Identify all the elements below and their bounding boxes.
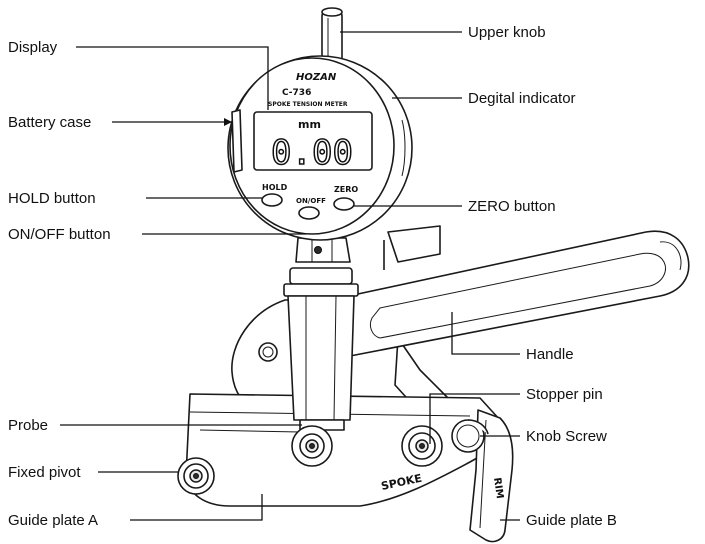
label-digital-indicator: Degital indicator [468, 90, 576, 107]
battery-case [231, 109, 243, 173]
label-battery-case: Battery case [8, 114, 91, 131]
rim-label: RIM [491, 477, 505, 500]
subtitle-text: SPOKE TENSION METER [268, 101, 348, 108]
onoff-button[interactable] [298, 206, 320, 220]
label-guide-plate-a: Guide plate A [8, 512, 98, 529]
leader-handle [451, 312, 520, 355]
unit-text: mm [298, 118, 321, 131]
hold-button[interactable] [261, 193, 283, 207]
rear-bracket [383, 225, 441, 270]
leader-lines [60, 31, 520, 521]
model-text: C-736 [282, 88, 311, 98]
probe-column [283, 267, 359, 431]
handle [325, 230, 690, 358]
label-fixed-pivot: Fixed pivot [8, 464, 81, 481]
label-zero-button: ZERO button [468, 198, 556, 215]
onoff-label: ON/OFF [296, 197, 326, 205]
label-handle: Handle [526, 346, 574, 363]
label-upper-knob: Upper knob [468, 24, 546, 41]
device-illustration: SPOKE RIM [177, 7, 690, 543]
label-hold-button: HOLD button [8, 190, 96, 207]
label-probe: Probe [8, 417, 48, 434]
leader-display [76, 46, 269, 110]
hold-label: HOLD [262, 183, 288, 192]
zero-label: ZERO [334, 185, 358, 194]
brand-text: HOZAN [296, 72, 337, 83]
stopper-pin [401, 425, 443, 467]
label-guide-plate-b: Guide plate B [526, 512, 617, 529]
zero-button[interactable] [333, 197, 355, 211]
label-knob-screw: Knob Screw [526, 428, 607, 445]
guide-plate-a: SPOKE [185, 393, 501, 507]
label-stopper-pin: Stopper pin [526, 386, 603, 403]
fixed-pivot [177, 457, 215, 495]
leader-guide-plate-a [130, 494, 263, 521]
digital-indicator: HOZAN C-736 SPOKE TENSION METER mm 0.00 … [227, 55, 413, 241]
callout-labels: Display Battery case HOLD button ON/OFF … [8, 24, 617, 529]
probe-roller [291, 425, 333, 467]
upper-knob [321, 7, 343, 67]
label-display: Display [8, 39, 58, 56]
leader-stopper-pin [429, 393, 520, 444]
lcd-display: mm 0.00 [253, 111, 373, 174]
reading-text: 0.00 [271, 133, 353, 173]
label-onoff-button: ON/OFF button [8, 226, 111, 243]
